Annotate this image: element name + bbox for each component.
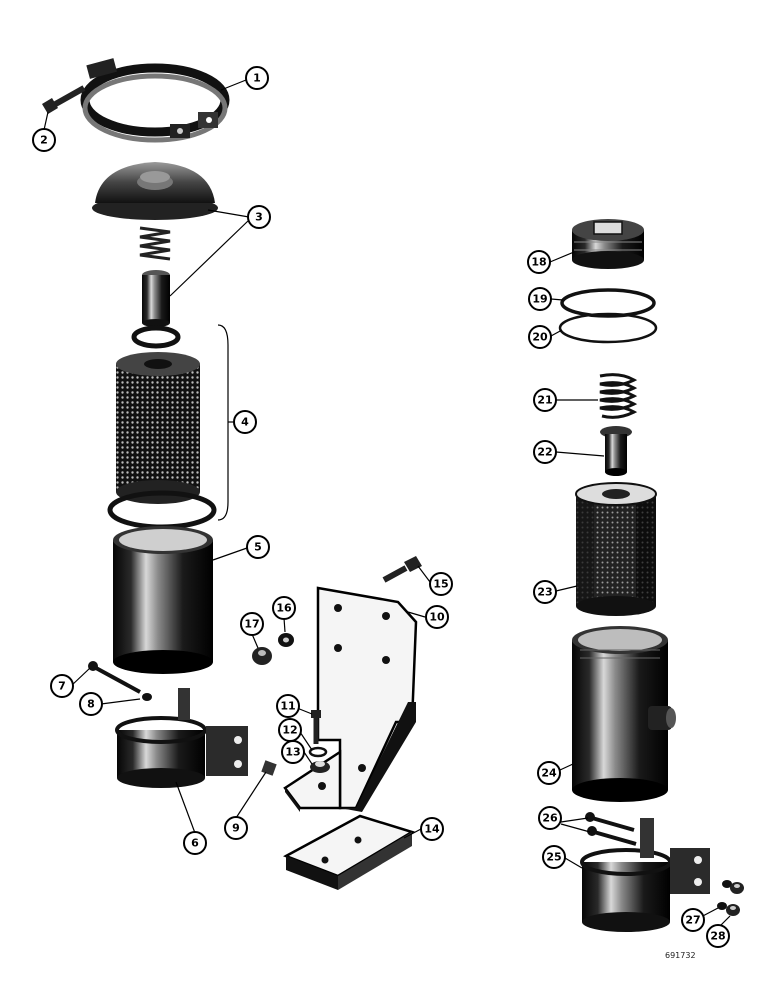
cover-spring-part (139, 226, 171, 261)
band-nut-part (261, 760, 277, 776)
svg-text:19: 19 (532, 293, 547, 306)
hex-nut-part (252, 647, 272, 665)
svg-text:5: 5 (254, 541, 262, 554)
svg-text:18: 18 (531, 256, 546, 269)
svg-text:17: 17 (244, 618, 259, 631)
callout-13: 13 (281, 740, 305, 764)
canister-part (113, 526, 213, 674)
mounting-bracket-part (283, 586, 418, 812)
bracket-washer-part (308, 746, 328, 758)
callout-28: 28 (706, 924, 730, 948)
callout-8: 8 (79, 692, 103, 716)
housing-band-part (580, 818, 710, 932)
relief-spring-part (599, 373, 638, 419)
svg-text:3: 3 (255, 211, 263, 224)
callout-11: 11 (276, 694, 300, 718)
callout-2: 2 (32, 128, 56, 152)
clamp-bolt-part (42, 85, 86, 114)
relief-valve-part (600, 426, 632, 476)
callout-15: 15 (429, 572, 453, 596)
bracket-bolt-part (311, 710, 321, 744)
svg-text:12: 12 (282, 724, 297, 737)
svg-text:4: 4 (241, 416, 249, 429)
callout-1: 1 (245, 66, 269, 90)
filter-cartridge-part (575, 482, 657, 616)
cap-o-ring-part (558, 312, 658, 344)
svg-text:16: 16 (276, 602, 292, 615)
band-bolt-part (88, 661, 141, 694)
svg-text:10: 10 (429, 611, 445, 624)
svg-text:26: 26 (542, 812, 558, 825)
callout-6: 6 (183, 831, 207, 855)
band-washer-part (142, 693, 152, 701)
filter-element-part (107, 324, 229, 530)
clamp-ring-part (80, 58, 230, 143)
callout-9: 9 (224, 816, 248, 840)
callout-22: 22 (533, 440, 557, 464)
svg-text:23: 23 (537, 586, 552, 599)
callout-18: 18 (527, 250, 551, 274)
svg-text:13: 13 (285, 746, 300, 759)
callout-3: 3 (247, 205, 271, 229)
callout-24: 24 (537, 761, 561, 785)
svg-text:15: 15 (433, 578, 448, 591)
bracket-nut-part (310, 761, 330, 773)
svg-text:14: 14 (424, 823, 440, 836)
callout-12: 12 (278, 718, 302, 742)
svg-text:25: 25 (546, 851, 561, 864)
lock-washer-part (278, 633, 294, 647)
band-lock-washers-part (717, 880, 732, 910)
svg-text:6: 6 (191, 837, 199, 850)
svg-text:27: 27 (685, 914, 700, 927)
svg-text:11: 11 (280, 700, 295, 713)
callout-20: 20 (528, 325, 552, 349)
svg-text:8: 8 (87, 698, 95, 711)
spacer-plate-part (283, 814, 416, 890)
callout-21: 21 (533, 388, 557, 412)
callout-16: 16 (272, 596, 296, 620)
svg-text:24: 24 (541, 767, 557, 780)
callout-10: 10 (425, 605, 449, 629)
bracket-capscrew-part (382, 556, 422, 583)
svg-text:20: 20 (532, 331, 548, 344)
filter-cap-part (572, 219, 644, 269)
callout-25: 25 (542, 845, 566, 869)
cap-gasket-part (560, 288, 656, 318)
svg-text:21: 21 (537, 394, 552, 407)
mounting-band-part (115, 688, 248, 788)
callout-19: 19 (528, 287, 552, 311)
callout-17: 17 (240, 612, 264, 636)
bypass-valve-part (142, 270, 170, 327)
drawing-number: 691732 (665, 951, 696, 960)
callout-26: 26 (538, 806, 562, 830)
callout-5: 5 (246, 535, 270, 559)
svg-text:22: 22 (537, 446, 552, 459)
filter-cover-part (92, 162, 218, 220)
svg-text:2: 2 (40, 134, 48, 147)
svg-text:28: 28 (710, 930, 725, 943)
callout-14: 14 (420, 817, 444, 841)
svg-text:7: 7 (58, 680, 66, 693)
filter-housing-part (572, 626, 676, 802)
band-capscrews-part (585, 812, 637, 846)
callout-7: 7 (50, 674, 74, 698)
callout-23: 23 (533, 580, 557, 604)
svg-text:9: 9 (232, 822, 240, 835)
svg-text:1: 1 (253, 72, 261, 85)
callout-4: 4 (233, 410, 257, 434)
callout-27: 27 (681, 908, 705, 932)
band-nuts-part (726, 882, 744, 916)
